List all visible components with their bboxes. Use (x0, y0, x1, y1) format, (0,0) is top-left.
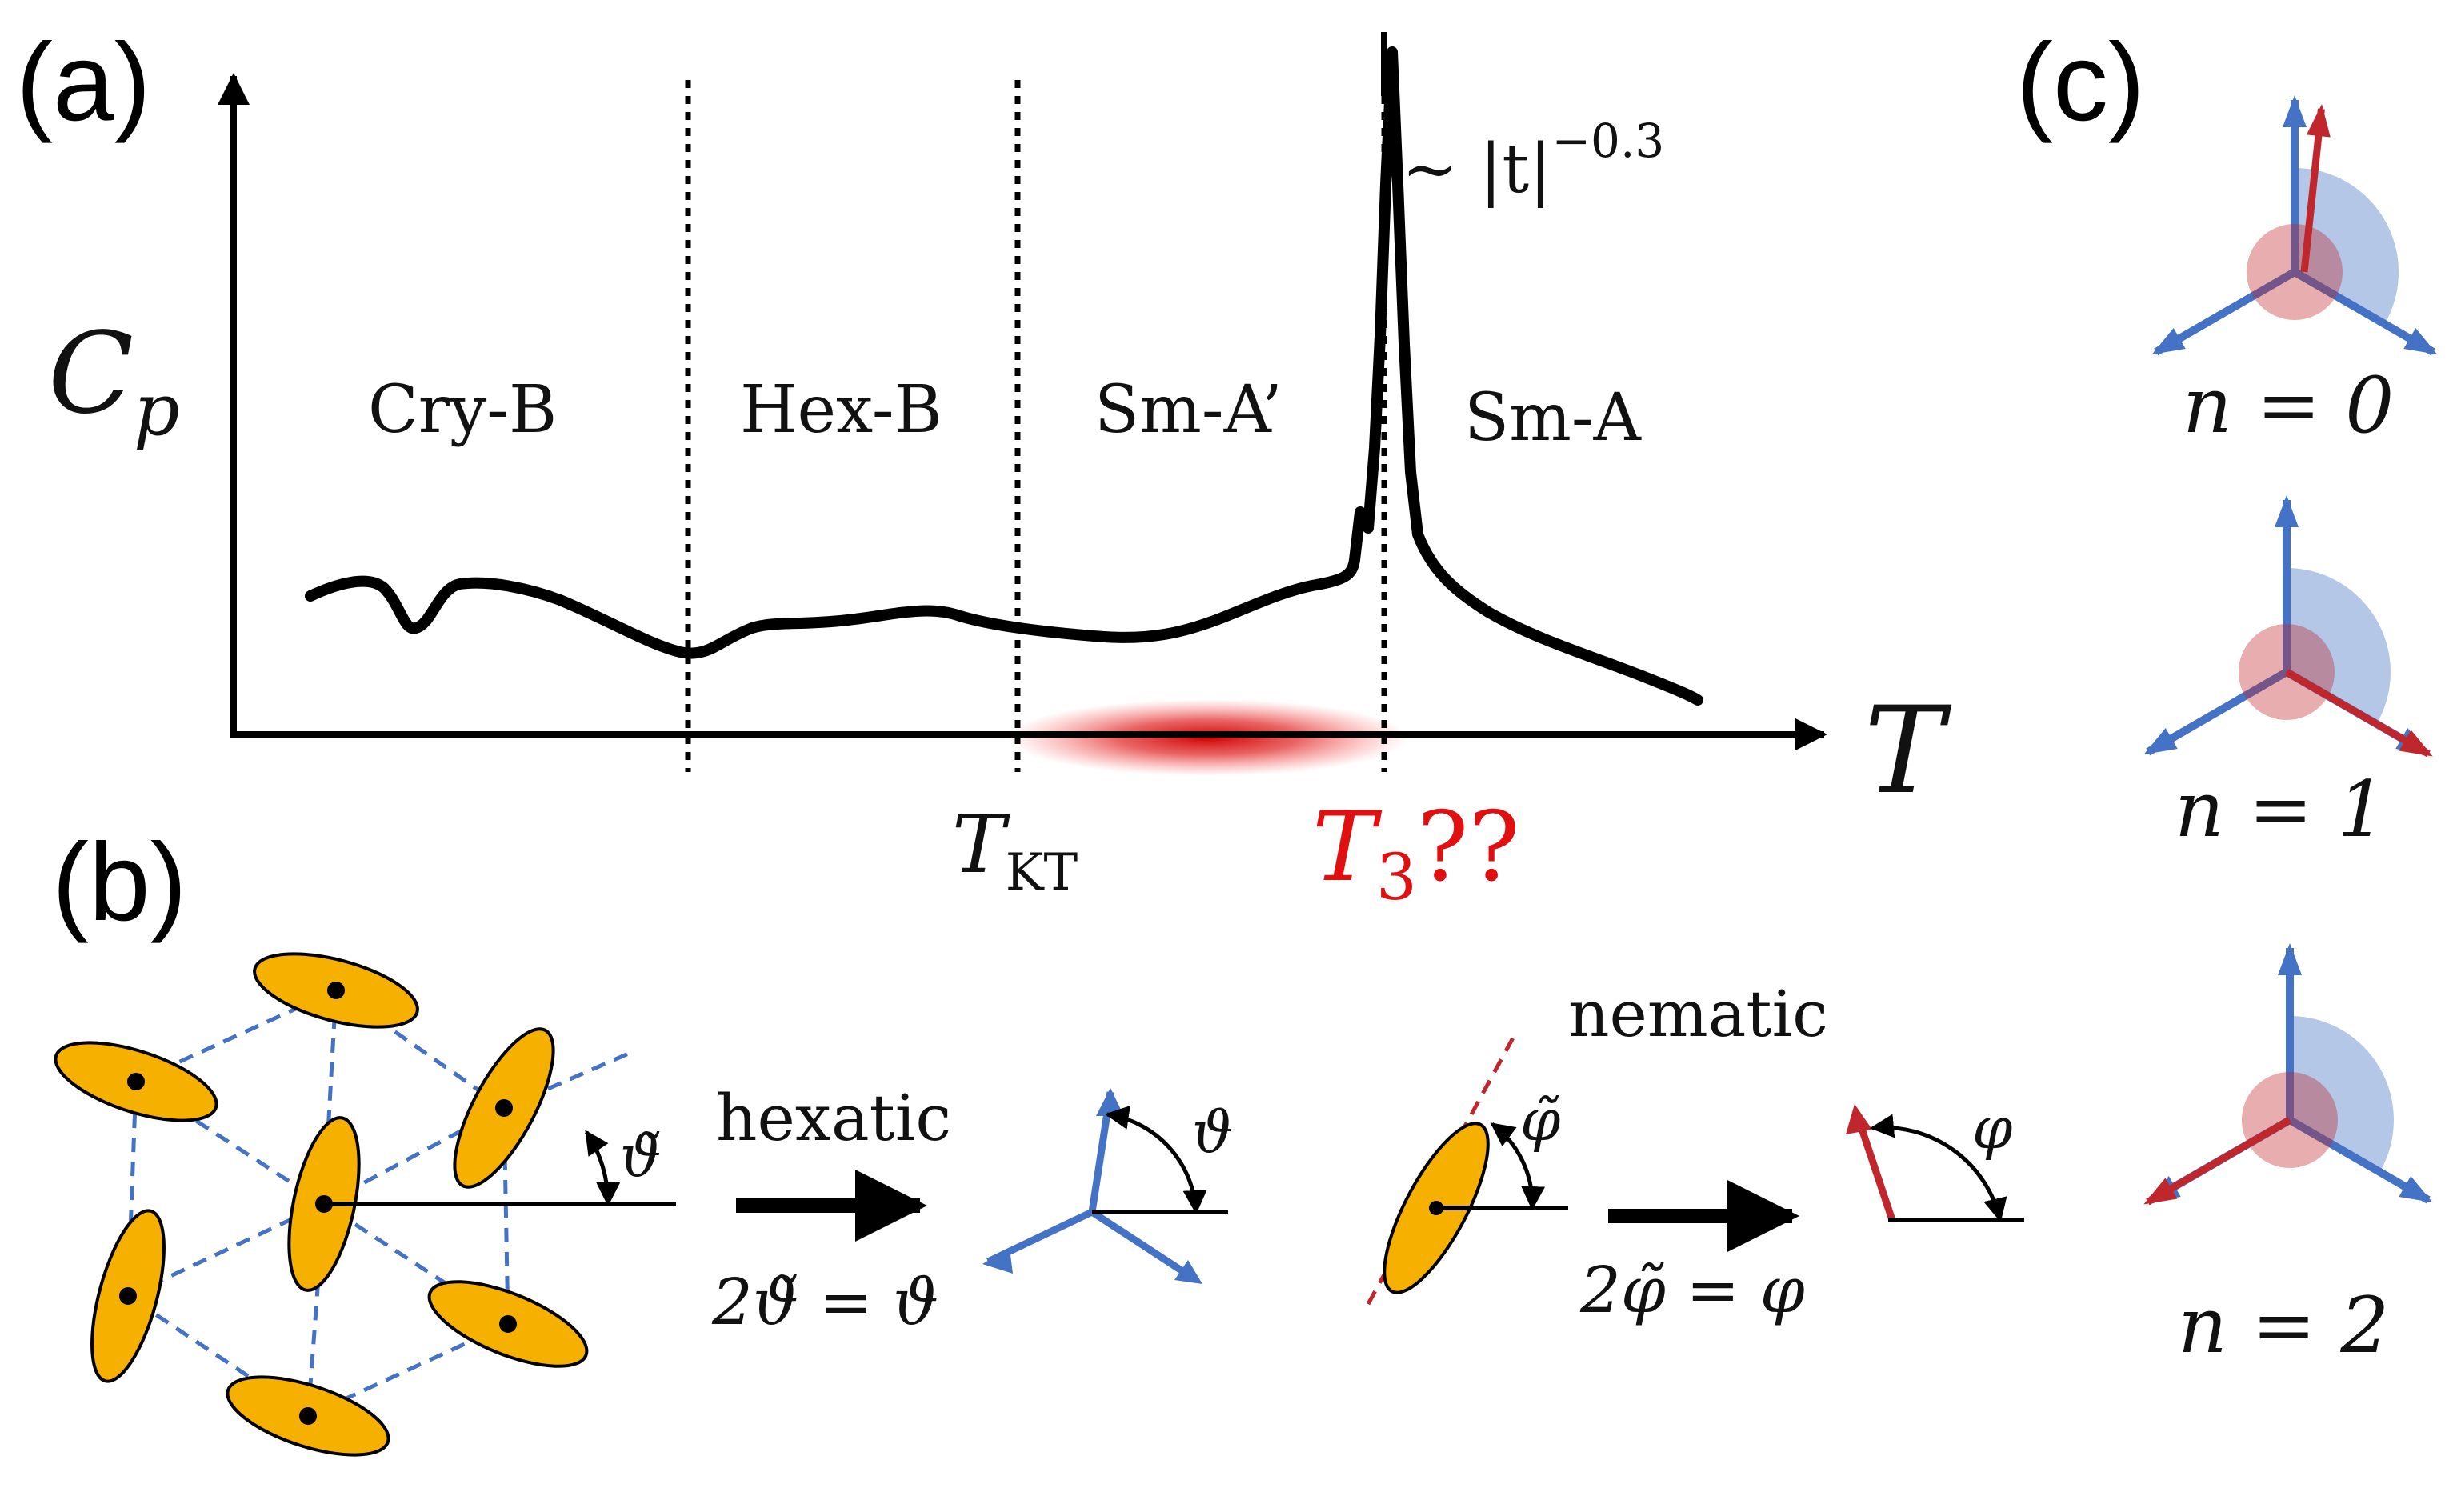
phi-arc (1870, 1114, 2007, 1222)
panel-b: (b) ϑ̃ (52, 821, 2024, 1457)
red-arrow-shaft (2300, 108, 2325, 273)
x-axis-label: T (1864, 682, 1952, 821)
phase-label-hex-b: Hex-B (740, 372, 942, 448)
phase-label-sm-a-prime: Sm-A’ (1094, 372, 1283, 448)
red-arrow-shaft (2284, 669, 2431, 758)
blue-arrow-up-head (2275, 495, 2299, 527)
nematic-arrowhead (1846, 1104, 1872, 1134)
molecule (253, 952, 419, 1029)
phase-label-cry-b: Cry-B (368, 372, 557, 448)
blue-arrow-right-head (2399, 1176, 2433, 1202)
red-arrow-shaft (2146, 1117, 2292, 1206)
blue-arrow-right-head (2403, 328, 2438, 354)
tripod-arrowhead (1174, 1260, 1202, 1284)
tripod-arrowhead (1096, 1088, 1124, 1116)
panel-c-states: n = 0 n = 1 n = 2 (2143, 95, 2438, 1370)
red-disk (2247, 224, 2343, 320)
blue-arrow-up-head (2278, 943, 2302, 975)
theta-tilde-label: ϑ̃ (620, 1122, 661, 1190)
red-arrow-head (2306, 104, 2331, 138)
state-label: n = 0 (2183, 361, 2394, 450)
panel-b-label: (b) (52, 821, 187, 944)
theta-tilde-arc (584, 1130, 621, 1206)
blue-arrow-left-head (2151, 328, 2186, 354)
phi-label: φ (1972, 1094, 2013, 1162)
panel-c: (c) n = 0 n = 1 n = 2 (2016, 21, 2438, 1370)
nematic-label: nematic (1568, 977, 1828, 1051)
hexatic-label: hexatic (716, 1081, 951, 1155)
state-n1: n = 1 (2143, 495, 2433, 854)
red-arrow-head (2143, 1178, 2178, 1205)
panel-a: (a) Cp T Cry-B Hex-B Sm-A’ Sm-A ∼ |t|−0.… (16, 21, 1952, 914)
molecule (453, 1027, 555, 1189)
hexatic-relation: 2ϑ̃ = ϑ (711, 1265, 938, 1339)
state-n0: n = 0 (2151, 95, 2438, 450)
state-label: n = 1 (2175, 765, 2386, 854)
theta-label: ϑ (1192, 1098, 1233, 1166)
molecule-ellipses (54, 952, 589, 1457)
state-label: n = 2 (2178, 1281, 2389, 1370)
nematic-relation: 2φ̃ = φ (1579, 1253, 1805, 1327)
blue-arrow-up-head (2283, 95, 2307, 127)
peak-scaling-annotation: ∼ |t|−0.3 (1402, 114, 1664, 208)
phi-tilde-label: φ̃ (1520, 1086, 1561, 1154)
t3-label: T3?? (1312, 792, 1520, 914)
theta-arc (1105, 1106, 1207, 1214)
phase-label-sm-a: Sm-A (1464, 380, 1643, 456)
panel-c-label: (c) (2016, 21, 2145, 144)
state-n2: n = 2 (2143, 943, 2433, 1370)
molecule (226, 1375, 390, 1457)
molecule (427, 1280, 589, 1368)
t-kt-label: TKT (952, 798, 1078, 902)
red-arrow-head (2399, 730, 2433, 757)
hexatic-tripod (986, 1091, 1198, 1283)
phi-tilde-arc (1490, 1122, 1546, 1210)
molecule (90, 1209, 166, 1383)
cp-curve (305, 46, 1703, 706)
panel-a-label: (a) (16, 21, 151, 144)
tripod-arrowhead (982, 1248, 1013, 1274)
blue-arrow-left-head (2143, 728, 2178, 754)
nematic-vector (1856, 1122, 1896, 1222)
molecule (54, 1041, 218, 1122)
y-axis-label: Cp (48, 309, 180, 452)
